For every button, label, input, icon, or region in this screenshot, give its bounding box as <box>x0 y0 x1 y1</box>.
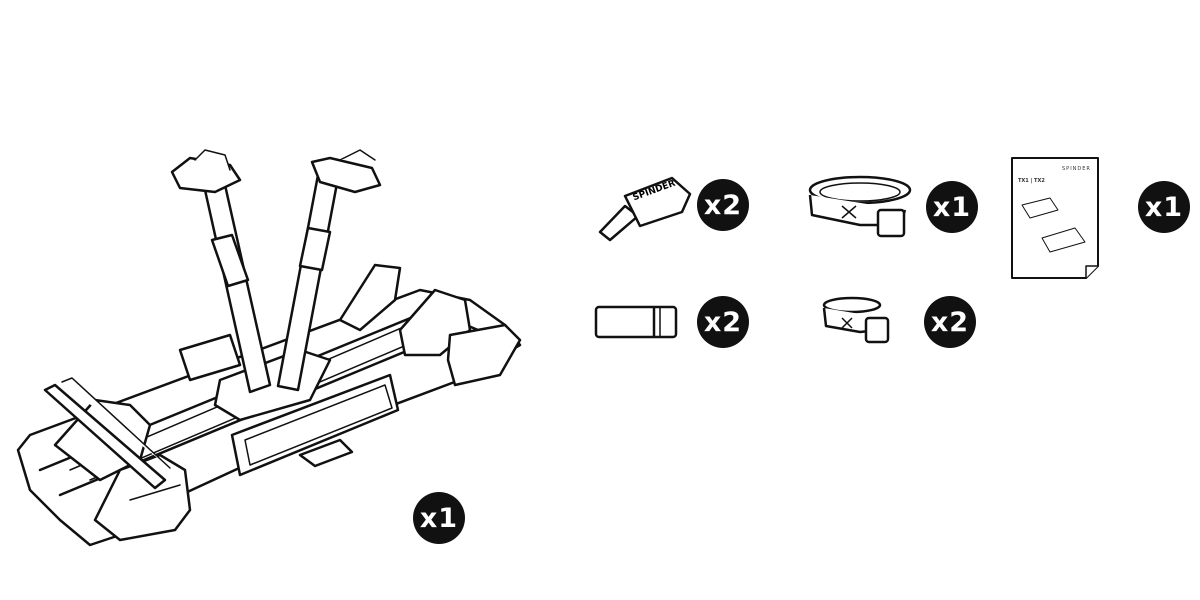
quantity-badge-key: x2 <box>697 179 749 231</box>
manual-brand: SPINDER <box>1062 166 1091 172</box>
quantity-badge-long-strap: x1 <box>926 181 978 233</box>
manual-title: TX1 | TX2 <box>1018 178 1045 184</box>
quantity-badge-bike-carrier: x1 <box>413 492 465 544</box>
quantity-badge-manual: x1 <box>1138 181 1190 233</box>
quantity-badge-end-cap: x2 <box>697 296 749 348</box>
quantity-badge-short-strap: x2 <box>924 296 976 348</box>
